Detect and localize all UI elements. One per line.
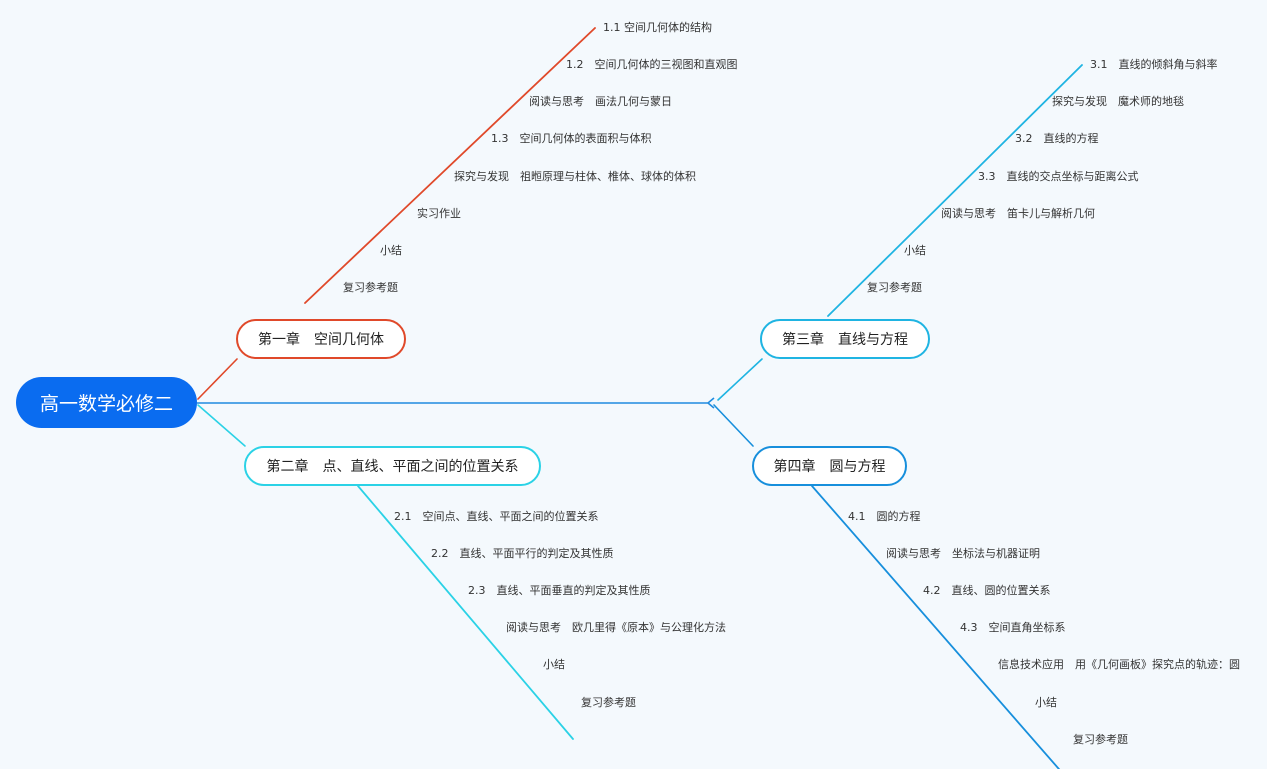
subtopic-item[interactable]: 阅读与思考 欧几里得《原本》与公理化方法 — [506, 621, 726, 634]
subtopic-item[interactable]: 阅读与思考 坐标法与机器证明 — [886, 547, 1040, 560]
chapter-connector-4 — [713, 404, 754, 447]
subtopic-item[interactable]: 复习参考题 — [343, 281, 398, 294]
chapter-node-1[interactable]: 第一章 空间几何体 — [236, 319, 406, 359]
subtopic-item[interactable]: 实习作业 — [417, 207, 461, 220]
chapter-connector-1 — [197, 358, 238, 400]
chapter-connector-3 — [717, 358, 763, 401]
chapter-node-2[interactable]: 第二章 点、直线、平面之间的位置关系 — [244, 446, 541, 486]
subtopic-item[interactable]: 3.3 直线的交点坐标与距离公式 — [978, 170, 1139, 183]
subtopic-item[interactable]: 3.1 直线的倾斜角与斜率 — [1090, 58, 1218, 71]
subtopic-item[interactable]: 复习参考题 — [1073, 733, 1128, 746]
subtopic-item[interactable]: 探究与发现 祖暅原理与柱体、椎体、球体的体积 — [454, 170, 696, 183]
subtopic-item[interactable]: 2.3 直线、平面垂直的判定及其性质 — [468, 584, 651, 597]
subtopic-item[interactable]: 1.3 空间几何体的表面积与体积 — [491, 132, 652, 145]
subtopic-item[interactable]: 复习参考题 — [581, 696, 636, 709]
chapter-connector-2 — [197, 404, 246, 447]
chapter-node-4[interactable]: 第四章 圆与方程 — [752, 446, 907, 486]
chapter-branch-1 — [304, 27, 596, 304]
subtopic-item[interactable]: 4.3 空间直角坐标系 — [960, 621, 1066, 634]
subtopic-item[interactable]: 4.2 直线、圆的位置关系 — [923, 584, 1051, 597]
subtopic-item[interactable]: 信息技术应用 用《几何画板》探究点的轨迹：圆 — [998, 658, 1240, 671]
chapter-branch-3 — [827, 64, 1083, 317]
root-trunk-connector — [197, 397, 715, 409]
subtopic-item[interactable]: 2.2 直线、平面平行的判定及其性质 — [431, 547, 614, 560]
root-topic-node[interactable]: 高一数学必修二 — [16, 377, 197, 428]
subtopic-item[interactable]: 复习参考题 — [867, 281, 922, 294]
chapter-branch-4 — [811, 485, 1061, 769]
subtopic-item[interactable]: 1.1 空间几何体的结构 — [603, 21, 712, 34]
subtopic-item[interactable]: 小结 — [543, 658, 565, 671]
subtopic-item[interactable]: 2.1 空间点、直线、平面之间的位置关系 — [394, 510, 599, 523]
subtopic-item[interactable]: 小结 — [380, 244, 402, 257]
subtopic-item[interactable]: 3.2 直线的方程 — [1015, 132, 1099, 145]
subtopic-item[interactable]: 小结 — [1035, 696, 1057, 709]
subtopic-item[interactable]: 阅读与思考 笛卡儿与解析几何 — [941, 207, 1095, 220]
chapter-branch-2 — [357, 485, 574, 740]
subtopic-item[interactable]: 1.2 空间几何体的三视图和直观图 — [566, 58, 738, 71]
subtopic-item[interactable]: 阅读与思考 画法几何与蒙日 — [529, 95, 672, 108]
subtopic-item[interactable]: 4.1 圆的方程 — [848, 510, 921, 523]
subtopic-item[interactable]: 小结 — [904, 244, 926, 257]
subtopic-item[interactable]: 探究与发现 魔术师的地毯 — [1052, 95, 1184, 108]
chapter-node-3[interactable]: 第三章 直线与方程 — [760, 319, 930, 359]
